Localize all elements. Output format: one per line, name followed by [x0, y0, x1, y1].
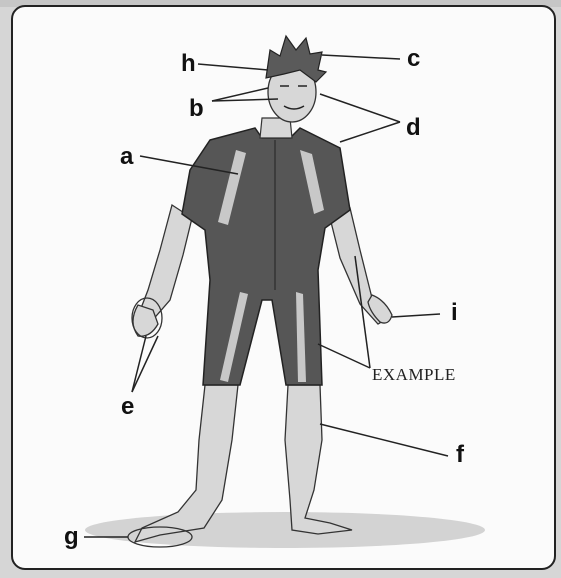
leader-e-2 [132, 336, 158, 392]
leader-h [198, 64, 268, 70]
right-hand [368, 295, 392, 323]
example-label: EXAMPLE [372, 366, 456, 384]
leader-c [322, 55, 400, 59]
leader-e-1 [132, 336, 146, 392]
label-h: h [181, 52, 196, 76]
leader-d-2 [340, 122, 400, 142]
label-c: c [407, 47, 420, 71]
leader-i [392, 314, 440, 317]
label-a: a [120, 145, 133, 169]
label-f: f [456, 443, 464, 467]
label-d: d [406, 116, 421, 140]
leader-f [320, 424, 448, 456]
label-i: i [451, 301, 458, 325]
left-arm [138, 205, 192, 323]
leader-d-1 [320, 94, 400, 122]
label-g: g [64, 525, 79, 549]
label-b: b [189, 97, 204, 121]
leader-example-2 [318, 344, 370, 368]
right-leg [285, 385, 352, 534]
label-e: e [121, 395, 134, 419]
